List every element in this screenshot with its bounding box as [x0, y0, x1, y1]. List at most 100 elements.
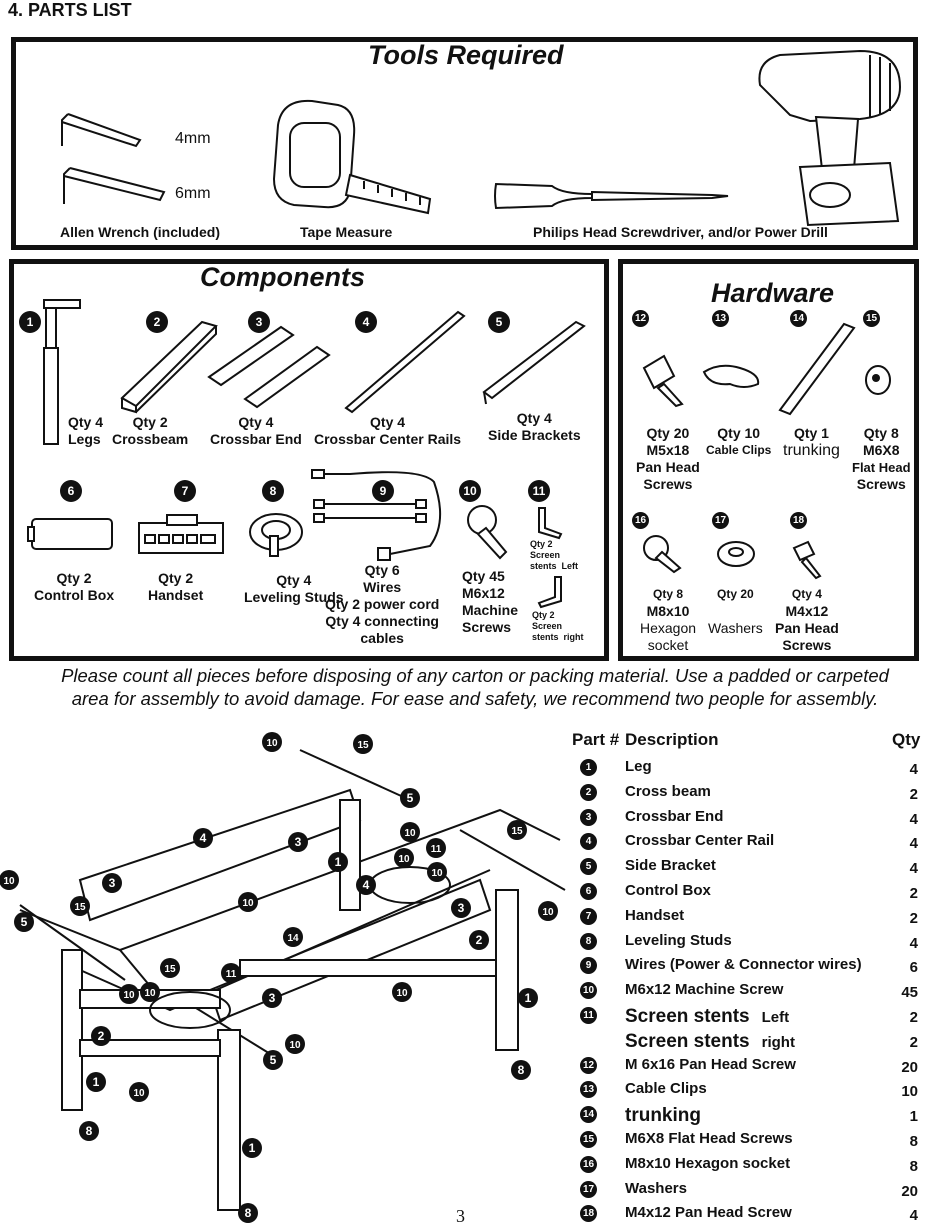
- table-row-qty: 6: [909, 959, 918, 977]
- diagram-callout-badge: [328, 852, 348, 872]
- table-row-number: 9: [580, 957, 597, 975]
- table-row-qty: 2: [909, 909, 918, 927]
- diagram-callout-badge: [283, 927, 303, 947]
- component-8-name: Leveling Studs: [244, 589, 344, 605]
- hardware-12-line3: Screws: [643, 476, 693, 492]
- diagram-callout-label: 1: [249, 1141, 256, 1155]
- table-row-description: Control Box: [625, 882, 711, 899]
- hardware-15-name: M6X8: [862, 442, 900, 458]
- diagram-callout-badge: [538, 901, 558, 921]
- diagram-callout-label: 10: [123, 990, 135, 1001]
- hexagon-socket-icon: [643, 535, 682, 574]
- table-row-description: Cross beam: [625, 783, 711, 800]
- screen-stent-right-side: right: [563, 632, 584, 642]
- wrench-4mm-label: 4mm: [175, 130, 211, 147]
- diagram-callout-badge: [79, 1121, 99, 1141]
- leveling-stud-icon: [249, 513, 303, 557]
- component-2-number: 2: [146, 311, 168, 333]
- hardware-15-line2: Flat Head: [852, 460, 911, 475]
- screen-stent-left-qty: Qty 2: [530, 539, 553, 549]
- diagram-callout-label: 10: [144, 988, 156, 999]
- component-9-line4: cables: [360, 630, 404, 646]
- diagram-callout-badge: [140, 982, 160, 1002]
- table-header-qty: Qty: [892, 730, 921, 749]
- table-row-description-text: Leveling Studs: [625, 931, 732, 949]
- component-10-qty: Qty 45: [462, 568, 505, 584]
- component-7-number: 7: [174, 480, 196, 502]
- diagram-callout-label: 10: [431, 868, 443, 879]
- component-9-line3: Qty 4 connecting: [325, 613, 439, 629]
- diagram-callout-label: 1: [93, 1075, 100, 1089]
- table-row-number: 6: [580, 883, 597, 900]
- diagram-callout-badge: [427, 862, 447, 882]
- diagram-callout-label: 10: [398, 854, 410, 865]
- diagram-callout-label: 15: [164, 964, 176, 975]
- washer-icon: [717, 541, 755, 567]
- allen-wrench-icon: [61, 113, 166, 204]
- table-row-side: Left: [761, 1009, 790, 1026]
- diagram-callout-label: 2: [98, 1029, 105, 1043]
- table-row-description-text: Screen stents: [625, 1006, 750, 1027]
- component-10-number: 10: [459, 480, 481, 502]
- component-3-name: Crossbar End: [210, 431, 302, 447]
- table-row-number: 5: [580, 858, 597, 876]
- table-header-part: Part #: [572, 730, 620, 749]
- table-row-number: 11: [580, 1007, 597, 1024]
- diagram-callout-label: 1: [525, 991, 532, 1005]
- hardware-15-qty: Qty 8: [863, 425, 899, 441]
- diagram-callout-badge: [160, 958, 180, 978]
- trunking-icon: [778, 322, 856, 416]
- control-box-icon: [27, 518, 113, 550]
- diagram-callout-badge: [288, 832, 308, 852]
- component-5-name: Side Brackets: [488, 427, 581, 443]
- table-row-description-text: M6X8 Flat Head Screws: [625, 1130, 793, 1147]
- diagram-callout-badge: [193, 828, 213, 848]
- wires-icon: [311, 469, 442, 561]
- diagram-callout-label: 15: [74, 902, 86, 913]
- hardware-box: [618, 259, 919, 661]
- hardware-12-number: 12: [632, 310, 649, 327]
- table-row-description: Leveling Studs: [625, 932, 732, 949]
- table-row-qty: 1: [909, 1108, 918, 1126]
- diagram-callout-badge: [263, 1050, 283, 1070]
- hardware-15-line3: Screws: [856, 476, 906, 492]
- wrench-6mm-label: 6mm: [175, 185, 211, 202]
- diagram-callout-label: 10: [404, 828, 416, 839]
- hardware-16-line3: socket: [647, 637, 689, 653]
- diagram-callout-badge: [102, 873, 122, 893]
- hardware-14-qty: Qty 1: [793, 425, 829, 441]
- cable-clip-icon: [702, 364, 760, 388]
- diagram-callout-badge: [426, 838, 446, 858]
- hardware-14-number: 14: [790, 310, 807, 327]
- table-row-description-text: Cross beam: [625, 782, 711, 800]
- component-7-qty: Qty 2: [158, 570, 194, 586]
- diagram-callout-badge: [86, 1072, 106, 1092]
- table-row-description: M6x12 Machine Screw: [625, 981, 783, 998]
- component-3-number: 3: [248, 311, 270, 333]
- tools-title: Tools Required: [368, 40, 564, 70]
- diagram-callout-label: 8: [518, 1063, 525, 1077]
- diagram-callout-badge: [70, 896, 90, 916]
- diagram-callout-badge: [262, 732, 282, 752]
- diagram-callout-badge: [507, 820, 527, 840]
- table-row-description: Crossbar End: [625, 808, 723, 825]
- diagram-callout-label: 10: [266, 738, 278, 749]
- table-row-description: M6X8 Flat Head Screws: [625, 1130, 793, 1147]
- diagram-callout-label: 3: [295, 835, 302, 849]
- table-row-description-text: Crossbar End: [625, 807, 724, 825]
- table-row-description: Screen stents Left: [625, 1006, 789, 1028]
- table-row-qty: 20: [901, 1182, 918, 1200]
- table-row-description: Leg: [625, 758, 652, 775]
- component-10-name: M6x12: [462, 585, 505, 601]
- tape-measure-icon: [272, 99, 432, 215]
- diagram-callout-badge: [262, 988, 282, 1008]
- table-row-number: 15: [580, 1131, 597, 1148]
- diagram-callout-label: 10: [289, 1040, 301, 1051]
- diagram-callout-badge: [14, 912, 34, 932]
- section-heading: 4. PARTS LIST: [8, 0, 132, 20]
- diagram-callout-label: 10: [242, 898, 254, 909]
- table-row-description-text: Screen stents: [625, 1030, 750, 1052]
- hardware-13-qty: Qty 10: [717, 425, 761, 441]
- machine-screw-icon: [467, 505, 508, 560]
